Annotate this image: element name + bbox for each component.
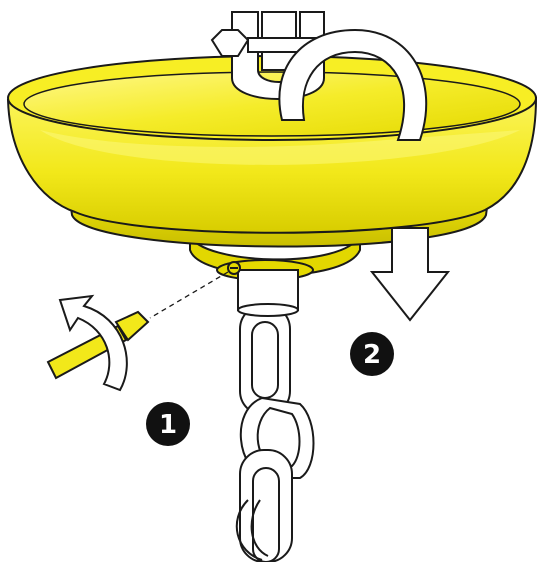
step-number-2: 2 — [363, 340, 381, 370]
down-arrow-icon — [369, 227, 451, 322]
hub-collar — [216, 259, 314, 317]
leader-line — [149, 271, 229, 319]
bowl-highlight — [40, 130, 520, 165]
step-badge-2: 2 — [350, 332, 394, 376]
rotation-arrow-icon — [58, 294, 128, 392]
step-badge-1: 1 — [146, 402, 190, 446]
chain-icon — [235, 304, 315, 562]
hanger-hook-icon — [278, 28, 428, 141]
step-number-1: 1 — [159, 410, 177, 440]
